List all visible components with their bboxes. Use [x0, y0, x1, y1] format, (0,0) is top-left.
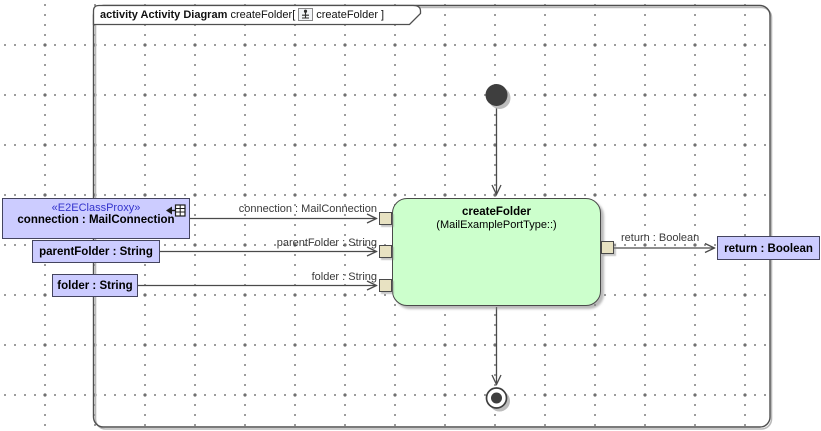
edge-label-connection[interactable]: connection : MailConnection — [238, 203, 377, 215]
initial-node[interactable] — [485, 84, 508, 106]
object-node-label: folder : String — [57, 280, 133, 292]
frame-tab-name-open: createFolder[ — [230, 9, 296, 21]
edge-label-folder[interactable]: folder : String — [311, 271, 377, 283]
frame-tab-kind: activity Activity Diagram — [100, 9, 228, 21]
frame-tab-name-close: createFolder ] — [316, 9, 385, 21]
frame-tab[interactable]: activity Activity Diagram createFolder[ c… — [100, 8, 384, 21]
action-subtitle: (MailExamplePortType::) — [436, 219, 557, 231]
output-pin-return[interactable] — [601, 241, 614, 254]
action-title: createFolder — [461, 206, 532, 218]
object-node-return[interactable]: return : Boolean — [717, 236, 820, 260]
object-node-label: parentFolder : String — [39, 246, 153, 258]
object-node-label: connection : MailConnection — [17, 214, 175, 226]
edge-label-parent-folder[interactable]: parentFolder : String — [276, 237, 377, 249]
stereotype-label: «E2EClassProxy» — [51, 202, 141, 214]
edge-label-return[interactable]: return : Boolean — [621, 232, 700, 244]
frame-tab-shape[interactable] — [92, 4, 422, 26]
activity-diagram-icon — [298, 8, 314, 21]
input-pin-connection[interactable] — [379, 212, 392, 225]
action-node-create-folder[interactable]: createFolder (MailExamplePortType::) — [392, 198, 601, 306]
object-node-label: return : Boolean — [724, 243, 813, 255]
object-node-parent-folder[interactable]: parentFolder : String — [32, 240, 160, 263]
class-proxy-icon — [166, 204, 186, 217]
input-pin-folder[interactable] — [379, 279, 392, 292]
object-node-connection[interactable]: «E2EClassProxy» connection : MailConnect… — [2, 198, 190, 239]
input-pin-parent-folder[interactable] — [379, 245, 392, 258]
final-node-core — [491, 392, 502, 404]
object-node-folder[interactable]: folder : String — [52, 274, 138, 297]
